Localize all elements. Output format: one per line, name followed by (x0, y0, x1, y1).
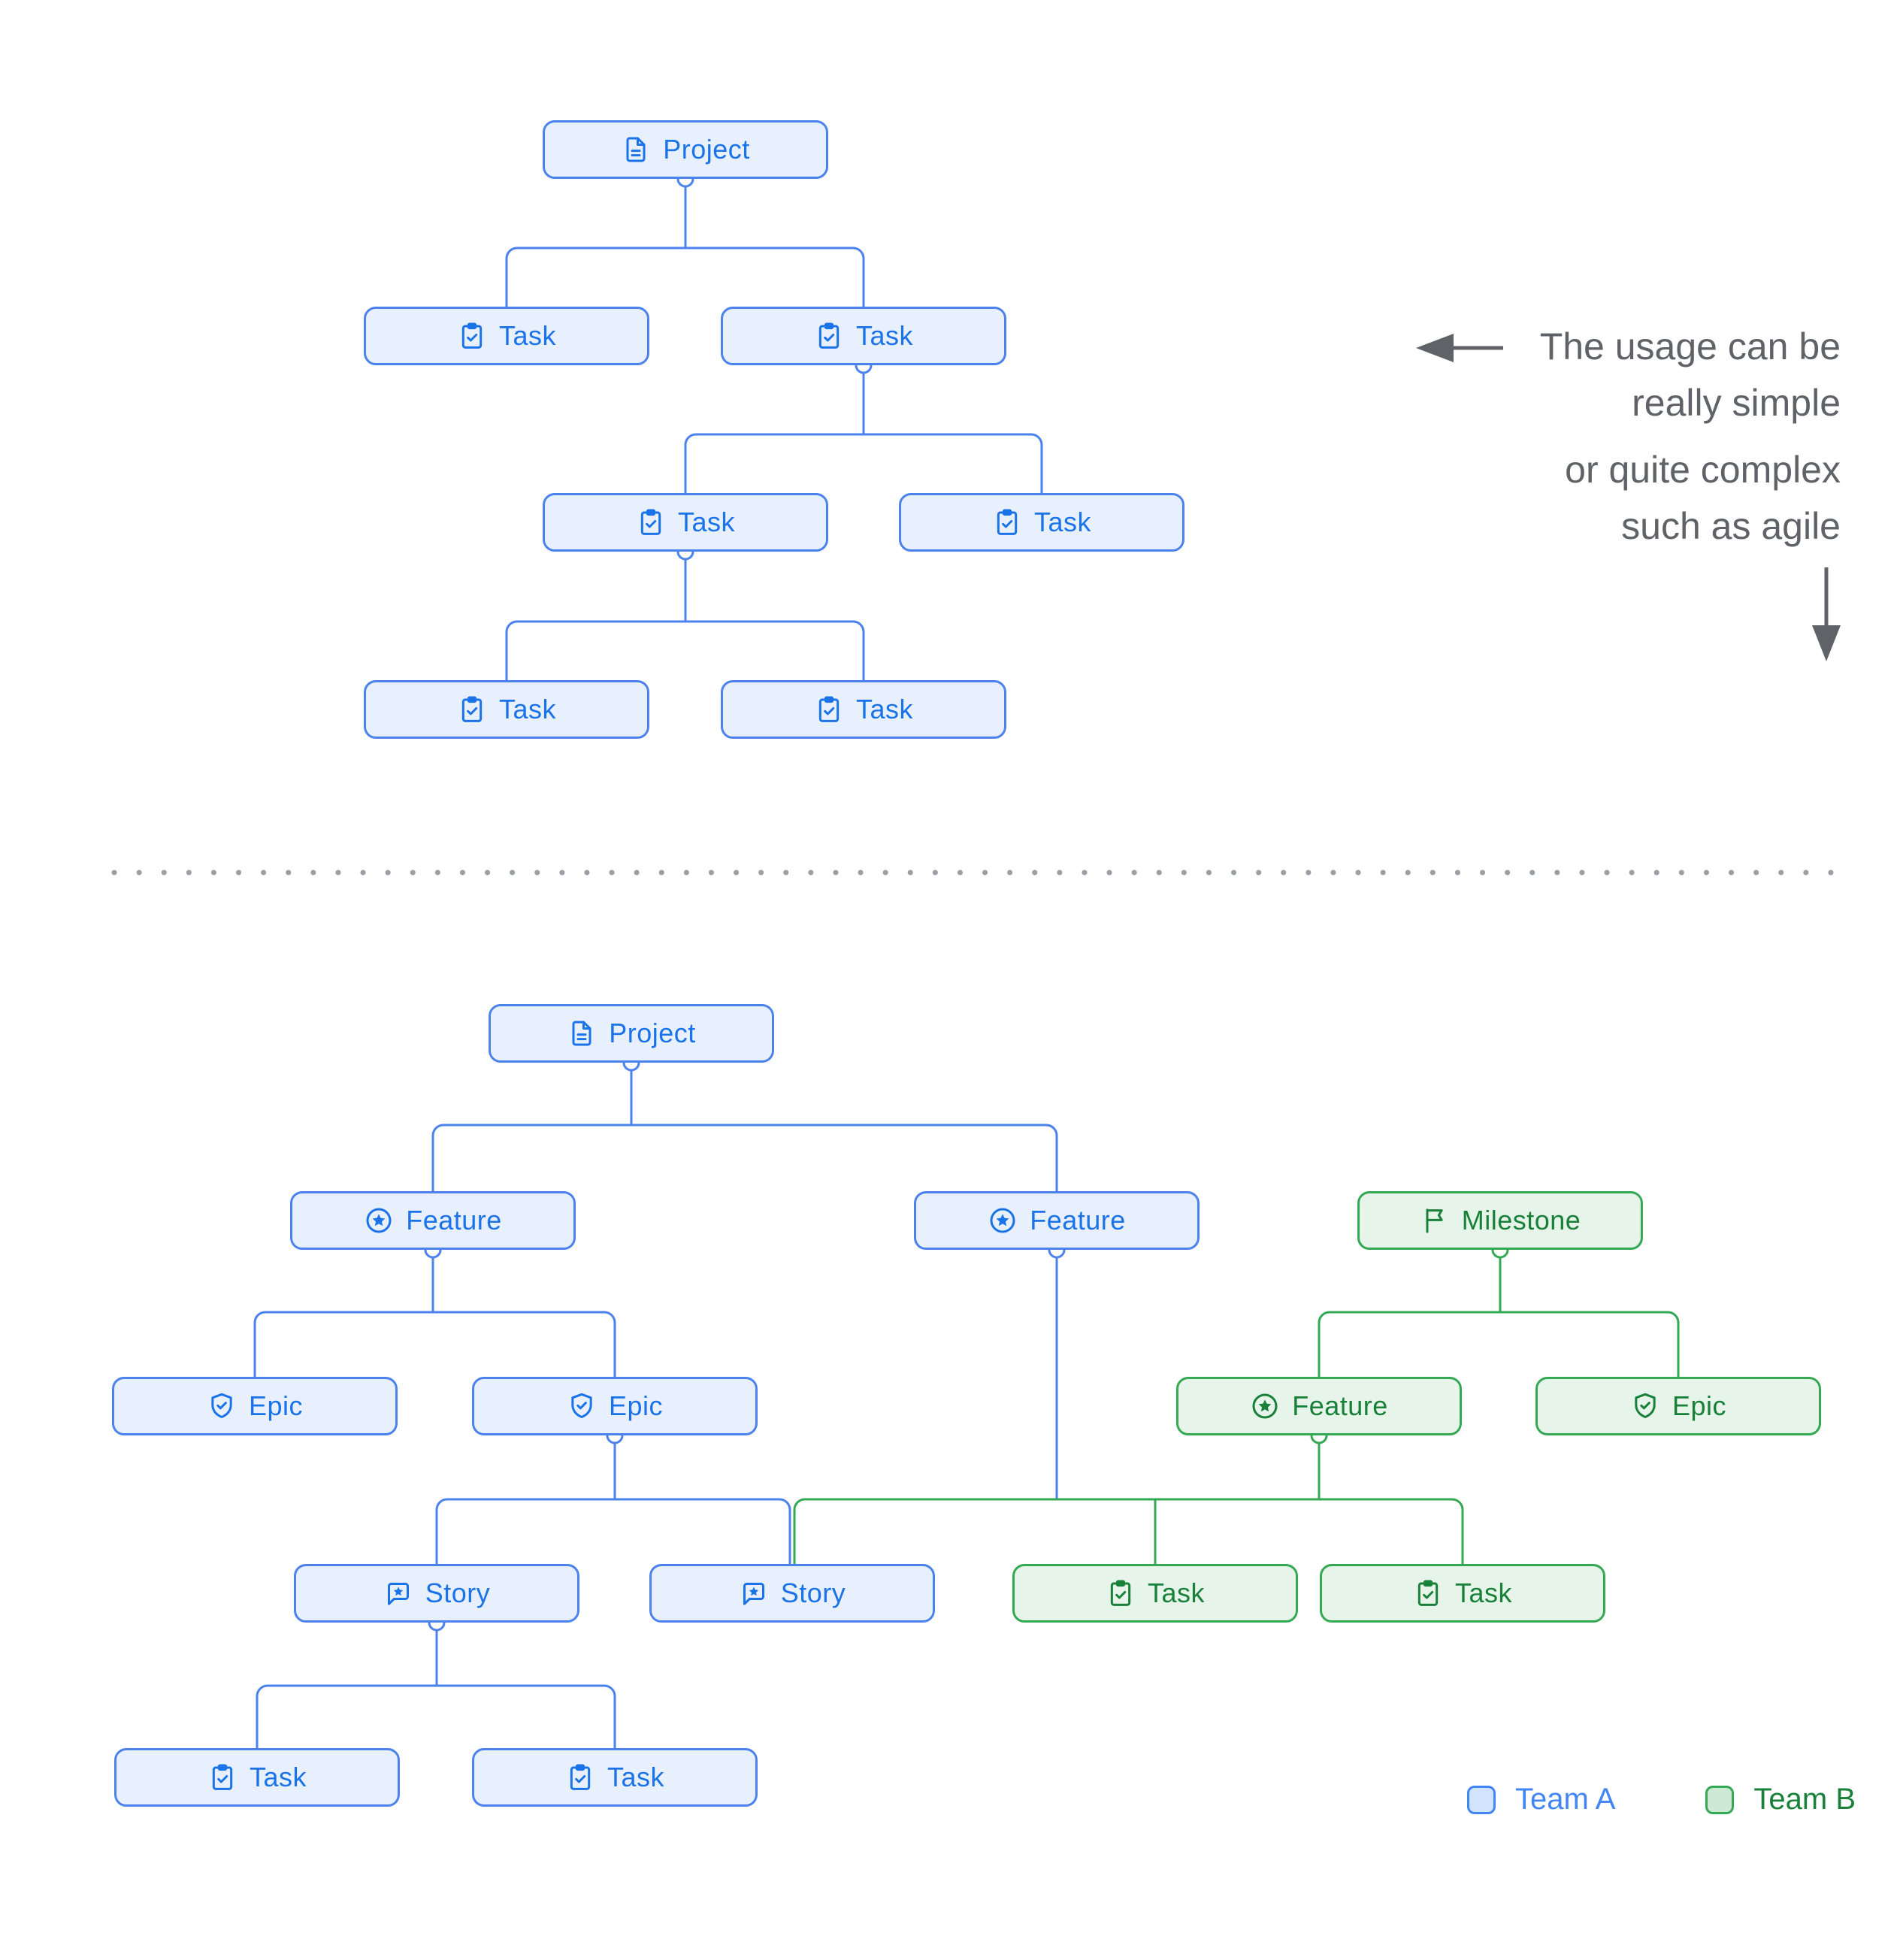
epic-icon (207, 1391, 237, 1421)
task-icon (814, 321, 844, 351)
annotation-line: such as agile (1621, 505, 1841, 547)
annotation-text: The usage can be really simple or quite … (1269, 319, 1841, 565)
node-feature: Feature (1176, 1377, 1462, 1435)
story-icon (739, 1578, 769, 1608)
task-icon (1413, 1578, 1443, 1608)
annotation-paragraph-1: The usage can be really simple (1269, 319, 1841, 431)
legend-label: Team B (1753, 1783, 1856, 1816)
epic-icon (1630, 1391, 1660, 1421)
annotation-paragraph-2: or quite complex such as agile (1269, 442, 1841, 555)
node-epic: Epic (112, 1377, 398, 1435)
legend-team-a: Team A (1467, 1783, 1615, 1816)
node-milestone: Milestone (1357, 1191, 1643, 1250)
task-icon (814, 694, 844, 724)
node-task: Task (1012, 1564, 1298, 1623)
legend: Team A Team B (1467, 1783, 1856, 1816)
node-label: Task (498, 694, 557, 724)
task-icon (636, 507, 666, 537)
node-label: Feature (1292, 1390, 1388, 1421)
document-icon (621, 135, 651, 165)
node-label: Epic (248, 1390, 304, 1421)
node-label: Task (1454, 1577, 1513, 1608)
node-label: Task (855, 320, 914, 351)
node-label: Task (249, 1762, 307, 1792)
node-task: Task (364, 307, 649, 365)
node-label: Task (498, 320, 557, 351)
story-icon (383, 1578, 413, 1608)
annotation-line: really simple (1632, 382, 1841, 424)
task-icon (565, 1762, 595, 1792)
node-task: Task (114, 1748, 400, 1807)
annotation-line: The usage can be (1539, 325, 1841, 368)
feature-icon (1250, 1391, 1280, 1421)
node-label: Task (855, 694, 914, 724)
simple-tree-connectors (505, 186, 1043, 680)
node-label: Project (609, 1018, 696, 1048)
complex-tree-ports (424, 1054, 1509, 1632)
node-label: Feature (1030, 1205, 1126, 1236)
node-label: Epic (1672, 1390, 1727, 1421)
team-a-swatch-icon (1467, 1785, 1496, 1814)
legend-team-b: Team B (1705, 1783, 1856, 1816)
node-label: Task (607, 1762, 665, 1792)
node-label: Story (780, 1577, 846, 1608)
task-icon (457, 694, 487, 724)
node-task: Task (364, 680, 649, 739)
node-label: Epic (608, 1390, 664, 1421)
node-feature: Feature (914, 1191, 1200, 1250)
feature-icon (364, 1205, 394, 1236)
node-epic: Epic (472, 1377, 758, 1435)
down-arrow-icon (1812, 567, 1841, 661)
node-label: Story (425, 1577, 491, 1608)
node-project: Project (489, 1004, 774, 1063)
node-label: Task (1033, 507, 1092, 537)
node-feature: Feature (290, 1191, 576, 1250)
node-label: Milestone (1461, 1205, 1581, 1236)
node-task: Task (721, 680, 1006, 739)
node-task: Task (899, 493, 1184, 552)
task-icon (457, 321, 487, 351)
node-label: Task (677, 507, 736, 537)
task-icon (992, 507, 1022, 537)
node-project: Project (543, 120, 828, 179)
task-icon (207, 1762, 237, 1792)
node-story: Story (649, 1564, 935, 1623)
feature-icon (988, 1205, 1018, 1236)
node-label: Project (663, 134, 750, 165)
legend-label: Team A (1515, 1783, 1616, 1816)
annotation-line: or quite complex (1565, 449, 1841, 491)
node-task: Task (543, 493, 828, 552)
team-b-swatch-icon (1705, 1785, 1735, 1814)
node-task: Task (1320, 1564, 1605, 1623)
node-story: Story (294, 1564, 579, 1623)
epic-icon (567, 1391, 597, 1421)
node-task: Task (721, 307, 1006, 365)
node-epic: Epic (1535, 1377, 1821, 1435)
flag-icon (1420, 1205, 1450, 1236)
task-icon (1106, 1578, 1136, 1608)
node-label: Task (1147, 1577, 1206, 1608)
document-icon (567, 1018, 597, 1048)
node-label: Feature (406, 1205, 502, 1236)
node-task: Task (472, 1748, 758, 1807)
